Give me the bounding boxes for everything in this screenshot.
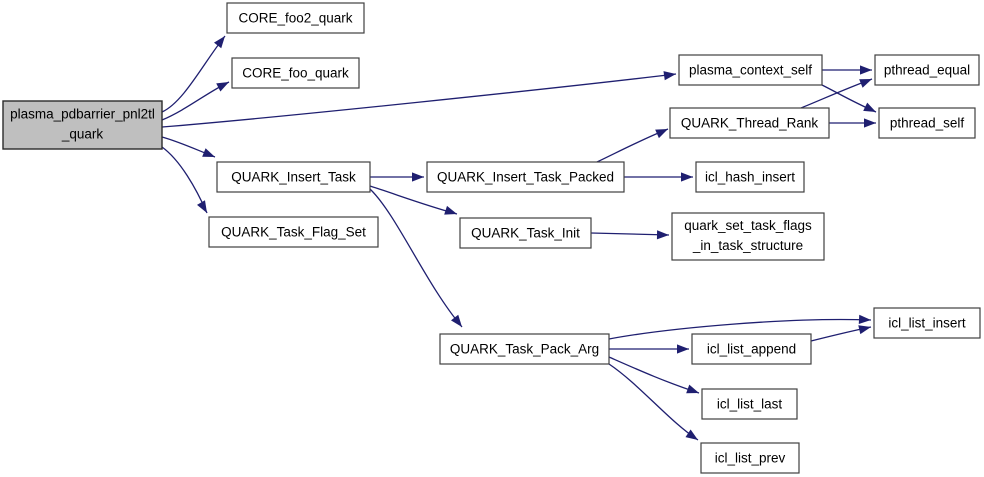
arrowhead-task_pack_arg-to-list_append bbox=[677, 344, 689, 354]
arrowhead-list_append-to-list_insert bbox=[858, 325, 871, 335]
node-label-task_flag_set: QUARK_Task_Flag_Set bbox=[221, 225, 366, 240]
node-box-pthread_equal[interactable] bbox=[874, 54, 980, 86]
arrowhead-context_self-to-pthread_self bbox=[863, 102, 876, 112]
arrowhead-task_pack_arg-to-list_insert bbox=[858, 314, 871, 324]
node-box-core_foo2[interactable] bbox=[226, 2, 365, 34]
call-edge-insert_task-to-task_pack_arg bbox=[369, 188, 463, 328]
graph-node-list_last[interactable]: icl_list_last bbox=[701, 388, 798, 420]
node-box-root[interactable] bbox=[2, 100, 163, 150]
graph-node-set_task_flags[interactable]: quark_set_task_flags _in_task_structure bbox=[671, 212, 825, 261]
arrowhead-task_pack_arg-to-list_last bbox=[686, 384, 699, 394]
call-edge-root-to-context_self bbox=[161, 73, 677, 128]
arrowhead-thread_rank-to-pthread_equal bbox=[859, 79, 872, 88]
arrowhead-context_self-to-pthread_equal bbox=[860, 65, 872, 75]
node-box-task_init[interactable] bbox=[459, 217, 592, 249]
graph-node-core_foo2[interactable]: CORE_foo2_quark bbox=[226, 2, 365, 34]
call-edge-task_pack_arg-to-list_insert bbox=[608, 318, 872, 340]
arrowhead-insert_task-to-insert_packed bbox=[412, 172, 424, 182]
node-box-task_pack_arg[interactable] bbox=[439, 333, 610, 365]
graph-node-hash_insert[interactable]: icl_hash_insert bbox=[695, 161, 805, 193]
graph-node-task_pack_arg[interactable]: QUARK_Task_Pack_Arg bbox=[439, 333, 610, 365]
node-box-list_append[interactable] bbox=[691, 333, 812, 365]
node-box-insert_task[interactable] bbox=[216, 161, 371, 193]
node-label-pthread_self: pthread_self bbox=[890, 116, 965, 131]
graph-node-task_init[interactable]: QUARK_Task_Init bbox=[459, 217, 592, 249]
arrowhead-root-to-core_foo2 bbox=[213, 36, 225, 49]
node-box-context_self[interactable] bbox=[678, 54, 823, 86]
call-edge-root-to-core_foo2 bbox=[161, 35, 226, 113]
node-box-thread_rank[interactable] bbox=[669, 107, 830, 139]
arrowhead-root-to-insert_task bbox=[202, 148, 215, 157]
node-box-list_insert[interactable] bbox=[873, 307, 981, 339]
arrowhead-insert_task-to-task_init bbox=[444, 205, 457, 215]
graph-node-list_insert[interactable]: icl_list_insert bbox=[873, 307, 981, 339]
node-label-set_task_flags-line1: quark_set_task_flags bbox=[684, 218, 812, 233]
arrowhead-task_pack_arg-to-list_prev bbox=[685, 429, 698, 440]
node-label-list_prev: icl_list_prev bbox=[715, 451, 786, 466]
node-label-hash_insert: icl_hash_insert bbox=[705, 170, 795, 185]
call-edge-task_init-to-set_task_flags bbox=[590, 232, 670, 236]
arrowhead-root-to-context_self bbox=[663, 71, 676, 81]
node-label-task_pack_arg: QUARK_Task_Pack_Arg bbox=[450, 342, 599, 357]
graph-node-thread_rank[interactable]: QUARK_Thread_Rank bbox=[669, 107, 830, 139]
arrowheads-layer bbox=[197, 36, 876, 440]
node-label-insert_packed: QUARK_Insert_Task_Packed bbox=[437, 170, 614, 185]
graph-node-list_append[interactable]: icl_list_append bbox=[691, 333, 812, 365]
node-label-insert_task: QUARK_Insert_Task bbox=[231, 170, 356, 185]
arrowhead-root-to-task_flag_set bbox=[197, 200, 207, 213]
graph-node-core_foo[interactable]: CORE_foo_quark bbox=[231, 57, 360, 89]
graph-node-context_self[interactable]: plasma_context_self bbox=[678, 54, 823, 86]
node-box-core_foo[interactable] bbox=[231, 57, 360, 89]
node-box-list_last[interactable] bbox=[701, 388, 798, 420]
arrowhead-task_init-to-set_task_flags bbox=[656, 230, 669, 240]
node-box-pthread_self[interactable] bbox=[878, 107, 976, 139]
graph-node-task_flag_set[interactable]: QUARK_Task_Flag_Set bbox=[208, 216, 379, 248]
graph-node-pthread_equal[interactable]: pthread_equal bbox=[874, 54, 980, 86]
node-label-task_init: QUARK_Task_Init bbox=[471, 226, 580, 241]
node-label-core_foo2: CORE_foo2_quark bbox=[238, 11, 352, 26]
node-box-hash_insert[interactable] bbox=[695, 161, 805, 193]
node-label-list_insert: icl_list_insert bbox=[888, 316, 966, 331]
node-label-list_append: icl_list_append bbox=[707, 342, 796, 357]
arrowhead-insert_task-to-task_pack_arg bbox=[450, 314, 462, 327]
graph-node-pthread_self[interactable]: pthread_self bbox=[878, 107, 976, 139]
graph-node-root[interactable]: plasma_pdbarrier_pnl2tl _quark bbox=[2, 100, 163, 150]
node-box-task_flag_set[interactable] bbox=[208, 216, 379, 248]
node-label-root-line1: plasma_pdbarrier_pnl2tl bbox=[10, 107, 155, 122]
node-label-pthread_equal: pthread_equal bbox=[884, 63, 970, 78]
node-label-context_self: plasma_context_self bbox=[689, 63, 812, 78]
node-box-list_prev[interactable] bbox=[700, 442, 800, 474]
graph-node-insert_packed[interactable]: QUARK_Insert_Task_Packed bbox=[426, 161, 625, 193]
arrowhead-insert_packed-to-thread_rank bbox=[655, 129, 668, 139]
node-label-root-line2: _quark bbox=[61, 127, 104, 142]
node-label-thread_rank: QUARK_Thread_Rank bbox=[681, 116, 819, 131]
arrowhead-thread_rank-to-pthread_self bbox=[864, 118, 876, 128]
node-box-insert_packed[interactable] bbox=[426, 161, 625, 193]
node-label-core_foo: CORE_foo_quark bbox=[242, 66, 349, 81]
graph-node-insert_task[interactable]: QUARK_Insert_Task bbox=[216, 161, 371, 193]
node-label-set_task_flags-line2: _in_task_structure bbox=[692, 238, 803, 253]
node-box-set_task_flags[interactable] bbox=[671, 212, 825, 261]
node-label-list_last: icl_list_last bbox=[717, 397, 783, 412]
graph-node-list_prev[interactable]: icl_list_prev bbox=[700, 442, 800, 474]
arrowhead-root-to-core_foo bbox=[216, 82, 229, 92]
arrowhead-insert_packed-to-hash_insert bbox=[681, 172, 693, 182]
